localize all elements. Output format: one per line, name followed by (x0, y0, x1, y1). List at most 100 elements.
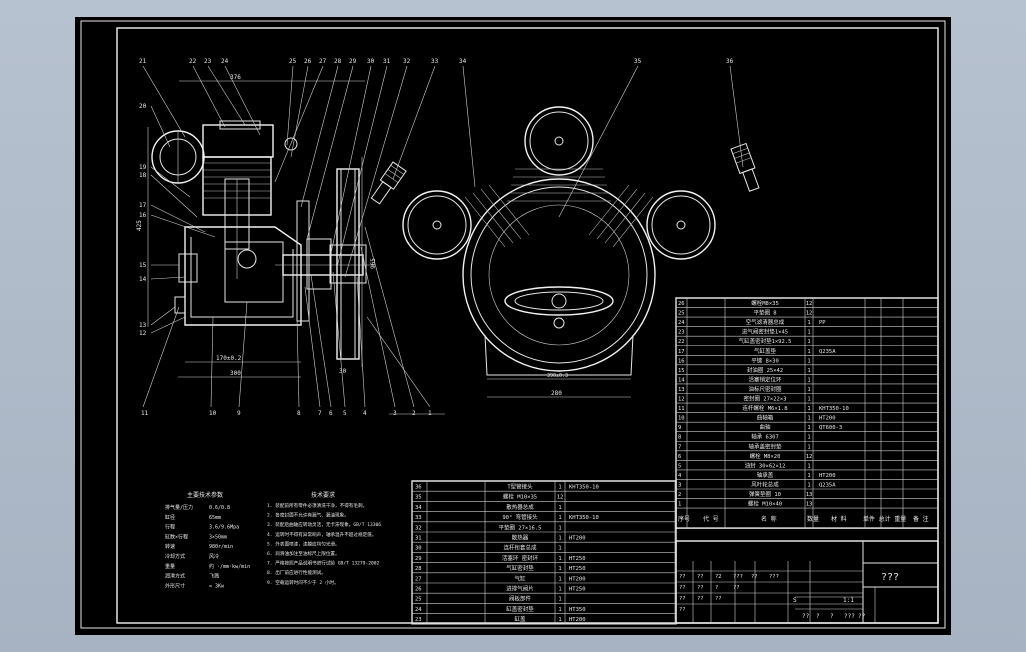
callout-label: 11 (141, 410, 149, 417)
note-line: 2. 各密封面不允许有漏气、漏油现象。 (267, 512, 349, 519)
dim-base-width: 300 (230, 370, 241, 377)
callout-label: 4 (363, 410, 367, 417)
part-no: 9 (678, 425, 681, 431)
part-no: 13 (678, 387, 685, 393)
part-no: 33 (415, 515, 422, 521)
dim-shaft: 30 (339, 368, 347, 375)
parts-header-cell: 材 料 (831, 515, 847, 523)
callout-label: 7 (318, 410, 322, 417)
part-name: 进气阀密封垫1×45 (742, 328, 788, 336)
part-material: HT200 (819, 416, 836, 422)
part-qty: 1 (558, 607, 561, 613)
part-no: 36 (415, 485, 422, 491)
sign-cell: ?? (751, 574, 758, 580)
spec-value: 65mm (209, 515, 221, 521)
spec-value: ≈ 3Kw (209, 583, 225, 589)
sign-cell: ??? (733, 574, 743, 580)
part-no: 27 (415, 576, 422, 582)
callout-label: 21 (139, 58, 147, 65)
part-no: 35 (415, 495, 422, 501)
sign-cell: ?? (697, 585, 704, 591)
part-qty: 1 (807, 416, 810, 422)
callout-label: 31 (383, 58, 391, 65)
spec-label: 排气量/压力 (165, 504, 193, 511)
callout-label: 10 (209, 410, 217, 417)
part-no: 25 (415, 597, 422, 603)
part-no: 24 (415, 607, 422, 613)
part-material: HT250 (569, 566, 586, 572)
part-name: 平垫圈 27×16.5 (499, 523, 542, 531)
callout-label: 12 (139, 330, 147, 337)
part-qty: 13 (806, 492, 813, 498)
dim-left-height: 425 (136, 220, 143, 231)
outer-frame (80, 20, 946, 629)
part-no: 3 (678, 482, 681, 488)
spec-value: 0.6/0.8 (209, 505, 230, 511)
part-material: HT250 (569, 587, 586, 593)
part-no: 29 (415, 556, 422, 562)
part-qty: 1 (558, 617, 561, 623)
callout-label: 23 (204, 58, 212, 65)
callout-label: 32 (403, 58, 411, 65)
parts-header-cell: 数量 (807, 515, 819, 523)
part-no: 30 (415, 546, 422, 552)
callout-label: 5 (343, 410, 347, 417)
sign-cell: ? (715, 585, 718, 591)
part-name: 阀板部件 (509, 595, 532, 603)
part-qty: 1 (807, 435, 810, 441)
part-qty: 1 (807, 397, 810, 403)
note-line: 4. 运转时不得有异常响声，轴承温升不超过规定值。 (267, 531, 376, 538)
part-name: T型管接头 (507, 483, 533, 491)
part-no: 6 (678, 454, 681, 460)
part-no: 31 (415, 536, 422, 542)
notes-title: 技术要求 (311, 491, 335, 499)
part-name: 活塞销定位环 (748, 375, 782, 383)
part-name: 螺栓M8×35 (751, 299, 779, 307)
part-qty: 1 (807, 377, 810, 383)
part-name: 散热器总成 (506, 503, 534, 511)
part-material: QT600-3 (819, 425, 842, 431)
callout-label: 17 (139, 202, 147, 209)
parts-header-cell: 单件 总计 重量 (863, 515, 906, 523)
note-line: 5. 外表面喷漆，漆膜应均匀光滑。 (267, 540, 340, 547)
title-name: ??? (881, 572, 899, 583)
part-name: 活塞环 密封环 (502, 554, 539, 562)
part-name: 平键 8×30 (751, 356, 779, 364)
part-no: 24 (678, 320, 685, 326)
parts-header-cell: 代 号 (703, 515, 719, 523)
dim-front-bolt: 390±0.3 (547, 373, 568, 379)
part-no: 22 (678, 339, 685, 345)
drawing-viewport[interactable]: 376 425 (75, 17, 951, 635)
part-no: 23 (415, 617, 422, 623)
callout-label: 19 (139, 164, 147, 171)
part-qty: 1 (807, 463, 810, 469)
part-no: 23 (678, 330, 685, 336)
callout-label: 33 (431, 58, 439, 65)
part-name: 螺栓 M10×35 (503, 493, 537, 501)
part-no: 34 (415, 505, 422, 511)
part-name: 轴承盖 (757, 471, 774, 479)
part-qty: 12 (806, 311, 813, 317)
part-material: HT200 (569, 536, 586, 542)
spec-value: 3.6/9.6Mpa (209, 525, 239, 531)
callout-label: 36 (726, 58, 734, 65)
part-material: PP (819, 320, 826, 326)
part-qty: 1 (558, 576, 561, 582)
engineering-drawing: 376 425 (80, 20, 946, 629)
dim-cyl-dia: 170±0.2 (216, 355, 242, 362)
part-no: 17 (678, 349, 685, 355)
part-no: 10 (678, 416, 685, 422)
part-no: 16 (678, 358, 685, 364)
part-no: 1 (678, 502, 681, 508)
part-qty: 1 (558, 515, 561, 521)
spec-label: 冷却方式 (165, 553, 185, 560)
part-no: 15 (678, 368, 685, 374)
part-no: 26 (415, 587, 422, 593)
part-material: HT250 (569, 556, 586, 562)
part-qty: 1 (807, 358, 810, 364)
part-name: 风叶轮总成 (751, 480, 779, 488)
spec-label: 缸径 (165, 514, 175, 521)
note-line: 7. 严格按照产品说明书进行试验 GB/T 13279-2002 (267, 560, 380, 567)
part-name: 进排气阀片 (506, 585, 534, 593)
